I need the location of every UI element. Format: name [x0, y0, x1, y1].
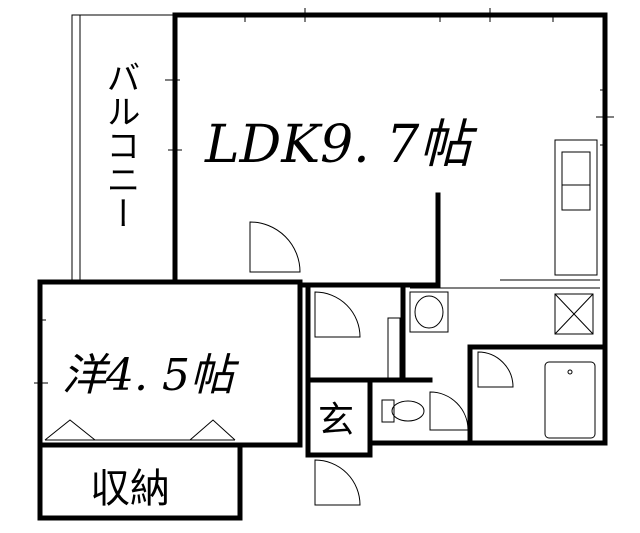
washer-pan — [554, 293, 594, 335]
toilet — [381, 399, 395, 423]
kitchen-counter — [554, 139, 598, 276]
hall-door-swing — [314, 291, 361, 338]
entrance-label: 玄 — [318, 400, 354, 441]
wash-basin — [409, 291, 449, 333]
western-room-label: 洋4. 5帖 — [62, 350, 240, 401]
entrance-door-swing — [314, 459, 361, 506]
bathtub — [544, 361, 596, 439]
balcony-label: バルコニー — [100, 60, 140, 230]
ldk-door-swing — [249, 221, 301, 273]
ldk-label: LDK9. 7帖 — [204, 115, 478, 175]
storage-label: 収納 — [90, 466, 170, 512]
